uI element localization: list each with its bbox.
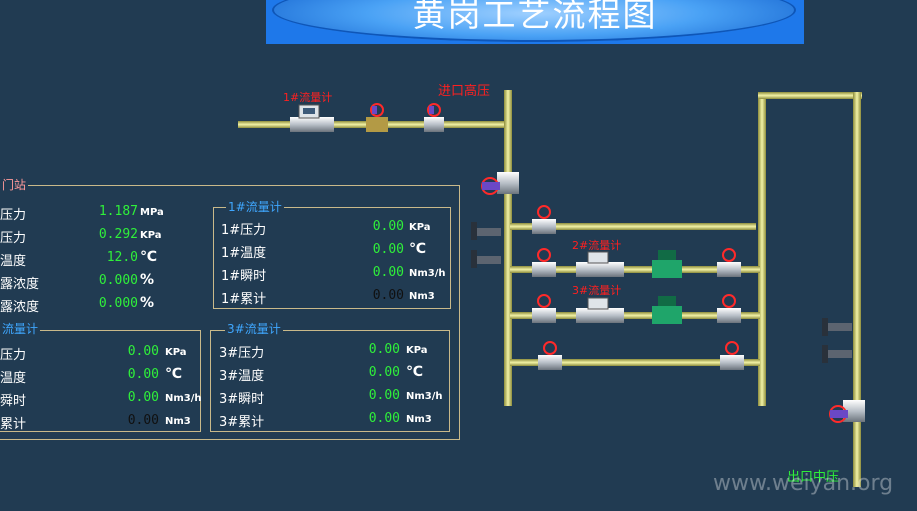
side-valve-icon[interactable] (471, 222, 501, 240)
fm2_panel-row-unit: Nm3/h (165, 393, 202, 404)
outlet-pipe (853, 92, 861, 487)
fm3_panel-row-label: 3#温度 (219, 369, 265, 384)
title-banner: 黄岗工艺流程图 (266, 0, 804, 44)
branch-pipe-4 (510, 359, 760, 366)
fm2_panel-row-unit: Nm3 (165, 416, 191, 427)
station_panel-row-label: 露浓度 (0, 277, 40, 292)
branch-pipe-1 (510, 223, 756, 230)
fm3_panel-row-label: 3#压力 (219, 346, 265, 361)
fm2_panel-row-unit: ℃ (165, 366, 182, 382)
station_panel-row-value: 0.292 (98, 227, 138, 242)
fm1_panel-row-label: 1#压力 (221, 223, 267, 238)
flowmeter-3-label: 3#流量计 (572, 284, 622, 297)
fm1_panel-row-unit: Nm3/h (409, 268, 446, 279)
fm2_panel-row-value: 0.00 (127, 413, 159, 428)
fm3_panel-row-value: 0.00 (368, 365, 400, 380)
flowmeter-1-icon[interactable] (290, 104, 334, 132)
fm1_panel-row-unit: KPa (409, 222, 431, 233)
side-valve-icon[interactable] (471, 250, 501, 268)
station_panel-row-unit: MPa (140, 207, 164, 218)
fm2_panel-row-value: 0.00 (127, 367, 159, 382)
right-header-pipe (758, 92, 766, 406)
station_panel-row-value: 1.187 (98, 204, 138, 219)
fm1_panel-row-value: 0.00 (372, 242, 404, 257)
left-header-pipe (504, 90, 512, 406)
fm3_panel-row-value: 0.00 (368, 388, 400, 403)
fm3_panel-row-value: 0.00 (368, 411, 400, 426)
flowmeter-3-icon[interactable] (576, 297, 624, 323)
flowmeter-2-icon[interactable] (576, 251, 624, 277)
valve-icon[interactable] (424, 103, 444, 132)
fm2-panel (0, 330, 201, 432)
fm1-panel-title: 1#流量计 (226, 200, 284, 214)
fm2_panel-row-unit: KPa (165, 347, 187, 358)
fm1_panel-row-label: 1#累计 (221, 292, 267, 307)
fm3_panel-row-unit: ℃ (406, 364, 423, 380)
fm2_panel-row-label: 压力 (0, 348, 27, 363)
flowmeter-1-label: 1#流量计 (283, 91, 333, 104)
station_panel-row-label: 压力 (0, 231, 27, 246)
fm1_panel-row-label: 1#温度 (221, 246, 267, 261)
fm3_panel-row-label: 3#瞬时 (219, 392, 265, 407)
station_panel-row-unit: ℃ (140, 249, 157, 265)
fm1_panel-row-unit: ℃ (409, 241, 426, 257)
side-valve-icon[interactable] (822, 318, 852, 336)
filter-icon[interactable] (652, 250, 682, 278)
station_panel-row-label: 露浓度 (0, 300, 40, 315)
fm3_panel-row-unit: Nm3/h (406, 391, 443, 402)
fm2_panel-row-value: 0.00 (127, 344, 159, 359)
station_panel-row-value: 0.000 (98, 273, 138, 288)
filter-icon[interactable] (652, 296, 682, 324)
fm1_panel-row-value: 0.00 (372, 265, 404, 280)
station_panel-row-label: 温度 (0, 254, 27, 269)
flowmeter-2-label: 2#流量计 (572, 239, 622, 252)
fm3_panel-row-unit: Nm3 (406, 414, 432, 425)
regulator-icon[interactable] (481, 172, 519, 195)
outlet-label: 出口中压 (787, 470, 840, 485)
fm1_panel-row-value: 0.00 (372, 219, 404, 234)
page-title: 黄岗工艺流程图 (412, 0, 658, 34)
fm3_panel-row-unit: KPa (406, 345, 428, 356)
branch-valves[interactable] (532, 205, 744, 370)
regulator-icon[interactable] (829, 400, 865, 423)
station_panel-row-value: 12.0 (106, 250, 138, 265)
station_panel-row-unit: % (140, 272, 155, 288)
station_panel-row-label: 压力 (0, 208, 27, 223)
fm2_panel-row-label: 累计 (0, 417, 27, 432)
station-panel-title: 门站 (0, 178, 29, 192)
fm3_panel-row-label: 3#累计 (219, 415, 265, 430)
fm2_panel-row-label: 舜时 (0, 394, 27, 409)
station-panel (0, 185, 460, 440)
branch-pipe-2 (510, 266, 760, 273)
fm2_panel-row-label: 温度 (0, 371, 27, 386)
fm1_panel-row-unit: Nm3 (409, 291, 435, 302)
fm3-panel (210, 330, 450, 432)
watermark: www.weiyan.org (713, 471, 894, 496)
fm1-panel (213, 207, 451, 309)
station_panel-row-unit: % (140, 295, 155, 311)
fm3-panel-title: 3#流量计 (225, 322, 283, 336)
fm3_panel-row-value: 0.00 (368, 342, 400, 357)
top-cross-pipe (758, 92, 862, 99)
fm1_panel-row-label: 1#瞬时 (221, 269, 267, 284)
valve-icon[interactable] (366, 103, 388, 132)
fm2_panel-row-value: 0.00 (127, 390, 159, 405)
side-valve-icon[interactable] (822, 345, 852, 363)
station_panel-row-unit: KPa (140, 230, 162, 241)
station_panel-row-value: 0.000 (98, 296, 138, 311)
inlet-label: 进口高压 (438, 84, 491, 99)
fm1_panel-row-value: 0.00 (372, 288, 404, 303)
fm2-panel-title: 流量计 (0, 322, 41, 336)
branch-pipe-3 (510, 312, 760, 319)
